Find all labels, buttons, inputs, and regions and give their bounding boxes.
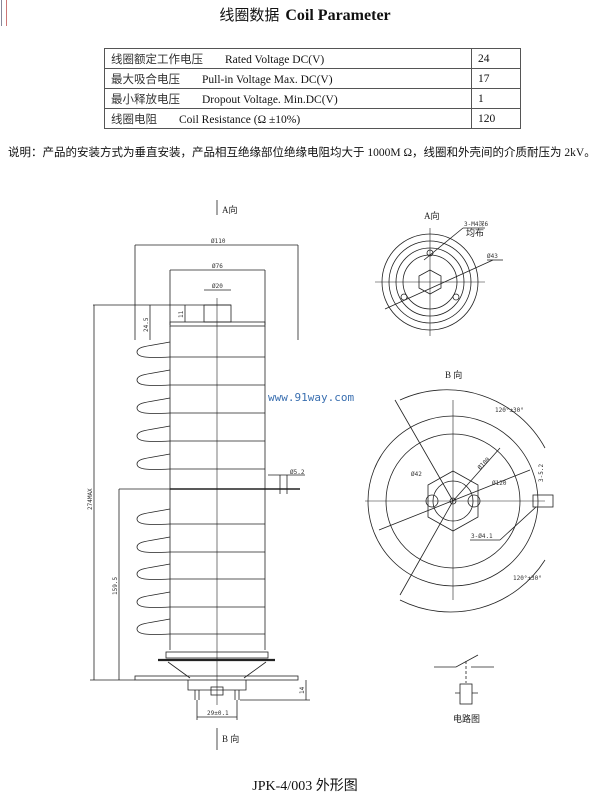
angle-label-top: 120°±30° bbox=[495, 407, 524, 414]
a-view-title: A向 bbox=[424, 210, 440, 221]
dim-h159-5: 159.5 bbox=[112, 577, 119, 595]
param-cn: 线圈额定工作电压 bbox=[111, 53, 203, 66]
param-value: 120 bbox=[471, 108, 521, 129]
dim-h11: 11 bbox=[178, 310, 185, 318]
top-terminal bbox=[203, 304, 232, 323]
shed bbox=[136, 397, 265, 414]
drawing-caption: JPK-4/003 外形图 bbox=[252, 779, 358, 794]
dim-d20: Ø20 bbox=[212, 283, 223, 290]
param-cn: 最小释放电压 bbox=[111, 93, 180, 106]
a-holes-evenly-label: 均布 bbox=[466, 227, 484, 238]
dim-d42: Ø42 bbox=[411, 471, 422, 478]
side-view: A向 Ø110 Ø76 Ø20 11 24.5 Ø5.2 274 bbox=[87, 200, 310, 750]
circuit-diagram: 电路图 bbox=[434, 654, 494, 724]
base-plate bbox=[134, 675, 299, 681]
left-edge-mark bbox=[1, 0, 7, 26]
dim-d100: Ø100 bbox=[476, 456, 491, 471]
dim-d76: Ø76 bbox=[212, 263, 223, 270]
page-title: 线圈数据 Coil Parameter bbox=[0, 4, 610, 25]
view-a-label: A向 bbox=[222, 204, 238, 215]
title-cn: 线圈数据 bbox=[219, 6, 280, 24]
angle-arc bbox=[399, 389, 546, 449]
shed bbox=[136, 536, 265, 553]
shed bbox=[136, 453, 265, 470]
shed bbox=[136, 563, 265, 580]
a-holes-label: 3-M4深6 bbox=[464, 220, 488, 228]
dim-h274: 274MAX bbox=[87, 488, 94, 510]
insulator-sheds bbox=[136, 341, 265, 635]
table-row: 线圈电阻 Coil Resistance (Ω ±10%) 120 bbox=[104, 108, 521, 129]
slot-label: 3-5.2 bbox=[538, 464, 545, 482]
view-b-label: B 向 bbox=[222, 733, 239, 744]
param-en: Dropout Voltage. Min.DC(V) bbox=[202, 93, 338, 106]
dim-w29: 29±0.1 bbox=[207, 710, 229, 717]
dim-h14: 14 bbox=[299, 686, 306, 694]
dim-h24-5: 24.5 bbox=[143, 317, 150, 332]
shed bbox=[136, 341, 265, 358]
installation-note: 说明：产品的安装方式为垂直安装，产品相互绝缘部位绝缘电阻均大于 1000M Ω，… bbox=[8, 147, 596, 159]
param-cn: 线圈电阻 bbox=[111, 113, 157, 126]
top-cap bbox=[169, 321, 266, 327]
dim-d5-2: Ø5.2 bbox=[290, 469, 305, 476]
shed bbox=[136, 591, 265, 608]
param-en: Pull-in Voltage Max. DC(V) bbox=[202, 73, 333, 86]
param-cn: 最大吸合电压 bbox=[111, 73, 180, 86]
angle-label-bottom: 120°±30° bbox=[513, 575, 542, 582]
param-en: Rated Voltage DC(V) bbox=[225, 53, 325, 66]
shed bbox=[136, 369, 265, 386]
title-en: Coil Parameter bbox=[285, 7, 391, 24]
shed bbox=[136, 618, 265, 635]
param-en: Coil Resistance (Ω ±10%) bbox=[179, 113, 301, 126]
b-holes-label: 3-Ø4.1 bbox=[471, 533, 493, 540]
dim-d110: Ø110 bbox=[211, 238, 226, 245]
b-view: B 向 120°±30° 120°±30° Ø100 Ø120 Ø42 3-Ø4… bbox=[365, 369, 554, 613]
a-view: A向 3-M4深6 均布 Ø43 bbox=[375, 210, 503, 336]
shed bbox=[136, 425, 265, 442]
circuit-label: 电路图 bbox=[453, 713, 480, 724]
shed bbox=[136, 508, 265, 525]
b-view-title: B 向 bbox=[445, 369, 462, 380]
watermark: www.91way.com bbox=[268, 391, 355, 404]
dim-d43: Ø43 bbox=[487, 253, 498, 260]
angle-arc bbox=[399, 559, 546, 613]
dim-d120: Ø120 bbox=[492, 480, 507, 487]
